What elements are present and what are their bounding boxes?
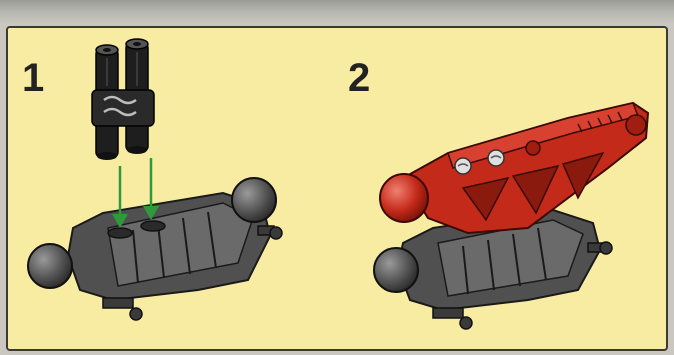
step-1-gray-joint-block [28,178,282,320]
gray-ball-joint-left [28,244,72,288]
red-ball-joint [380,174,428,222]
gray-ball-joint-step2 [374,248,418,292]
red-limb-icon [380,103,648,233]
instruction-illustration [8,28,668,351]
gray-ball-joint-right [232,178,276,222]
instruction-panel: 1 2 [6,26,668,351]
connector-pin-icon [92,39,154,160]
